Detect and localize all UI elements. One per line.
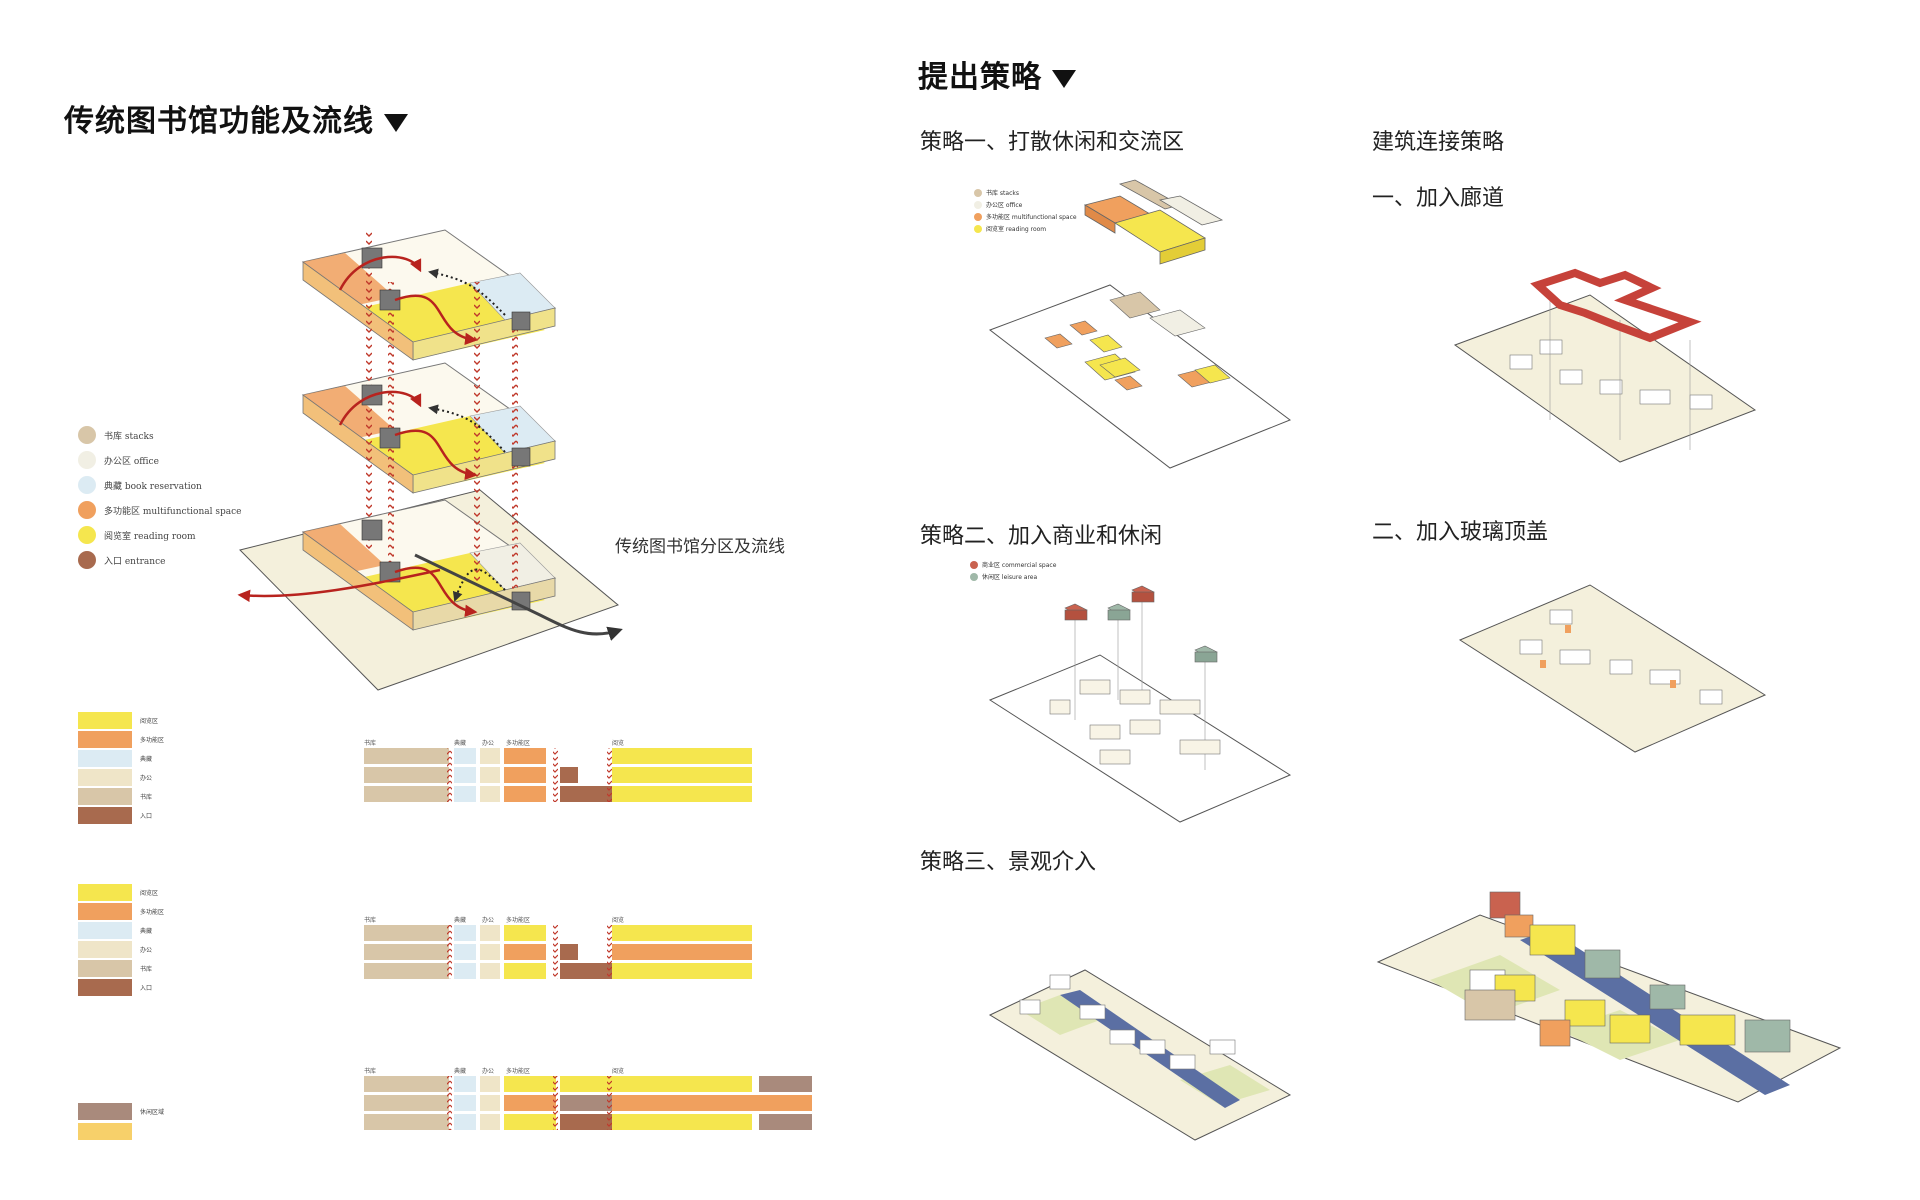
floor-3 (301, 229, 557, 361)
strategy-2-commercial (988, 585, 1292, 823)
floor-2 (301, 362, 557, 494)
strategy-2-heading: 策略二、加入商业和休闲 (920, 524, 1163, 549)
floor-1 (301, 499, 557, 631)
strategy-1-compact-block (1083, 179, 1224, 265)
triangle-down-icon (1052, 69, 1076, 88)
connect-2-glass-roof (1458, 584, 1767, 753)
connect-title: 建筑连接策略 (1372, 130, 1505, 155)
vertical-core (366, 232, 372, 552)
legend-item: 入口 entrance (78, 551, 165, 569)
legend-item: 典藏 book reservation (78, 476, 202, 494)
vertical-core (388, 282, 394, 582)
staff-flow-arrows (428, 268, 506, 602)
triangle-down-icon (384, 113, 408, 132)
entrance-arrow (414, 553, 623, 641)
legend-item: 多功能区 multifunctional space (78, 501, 241, 519)
strategy-1-dispersed (988, 284, 1292, 469)
section-strip-group-3 (364, 1076, 812, 1130)
strategy-title: 提出策略 (918, 52, 1076, 96)
left-title-text: 传统图书馆功能及流线 (64, 104, 374, 139)
connect-1-heading: 一、加入廊道 (1372, 186, 1505, 211)
ground-plate (239, 489, 619, 691)
vertical-core (512, 315, 518, 605)
strategy-3-landscape (988, 969, 1292, 1141)
reader-flow-arrows (237, 255, 478, 618)
left-caption: 传统图书馆分区及流线 (615, 537, 785, 557)
connect-2-heading: 二、加入玻璃顶盖 (1372, 520, 1549, 545)
legend-item: 办公区 office (78, 451, 159, 469)
strategy-title-text: 提出策略 (918, 60, 1042, 95)
landscape-master-plan (1376, 891, 1842, 1103)
section-strip-group-1 (364, 748, 752, 802)
grey-cubes (361, 247, 531, 611)
connect-1-corridor (1453, 268, 1757, 463)
strategy-3-heading: 策略三、景观介入 (920, 850, 1097, 875)
strategy-1-heading: 策略一、打散休闲和交流区 (920, 130, 1185, 155)
legend-item: 书库 stacks (78, 426, 154, 444)
left-title: 传统图书馆功能及流线 (64, 96, 408, 140)
section-strip-group-2 (364, 925, 752, 979)
corridor-ring (1530, 268, 1702, 343)
legend-item: 阅览室 reading room (78, 526, 196, 544)
vertical-core (474, 282, 480, 582)
